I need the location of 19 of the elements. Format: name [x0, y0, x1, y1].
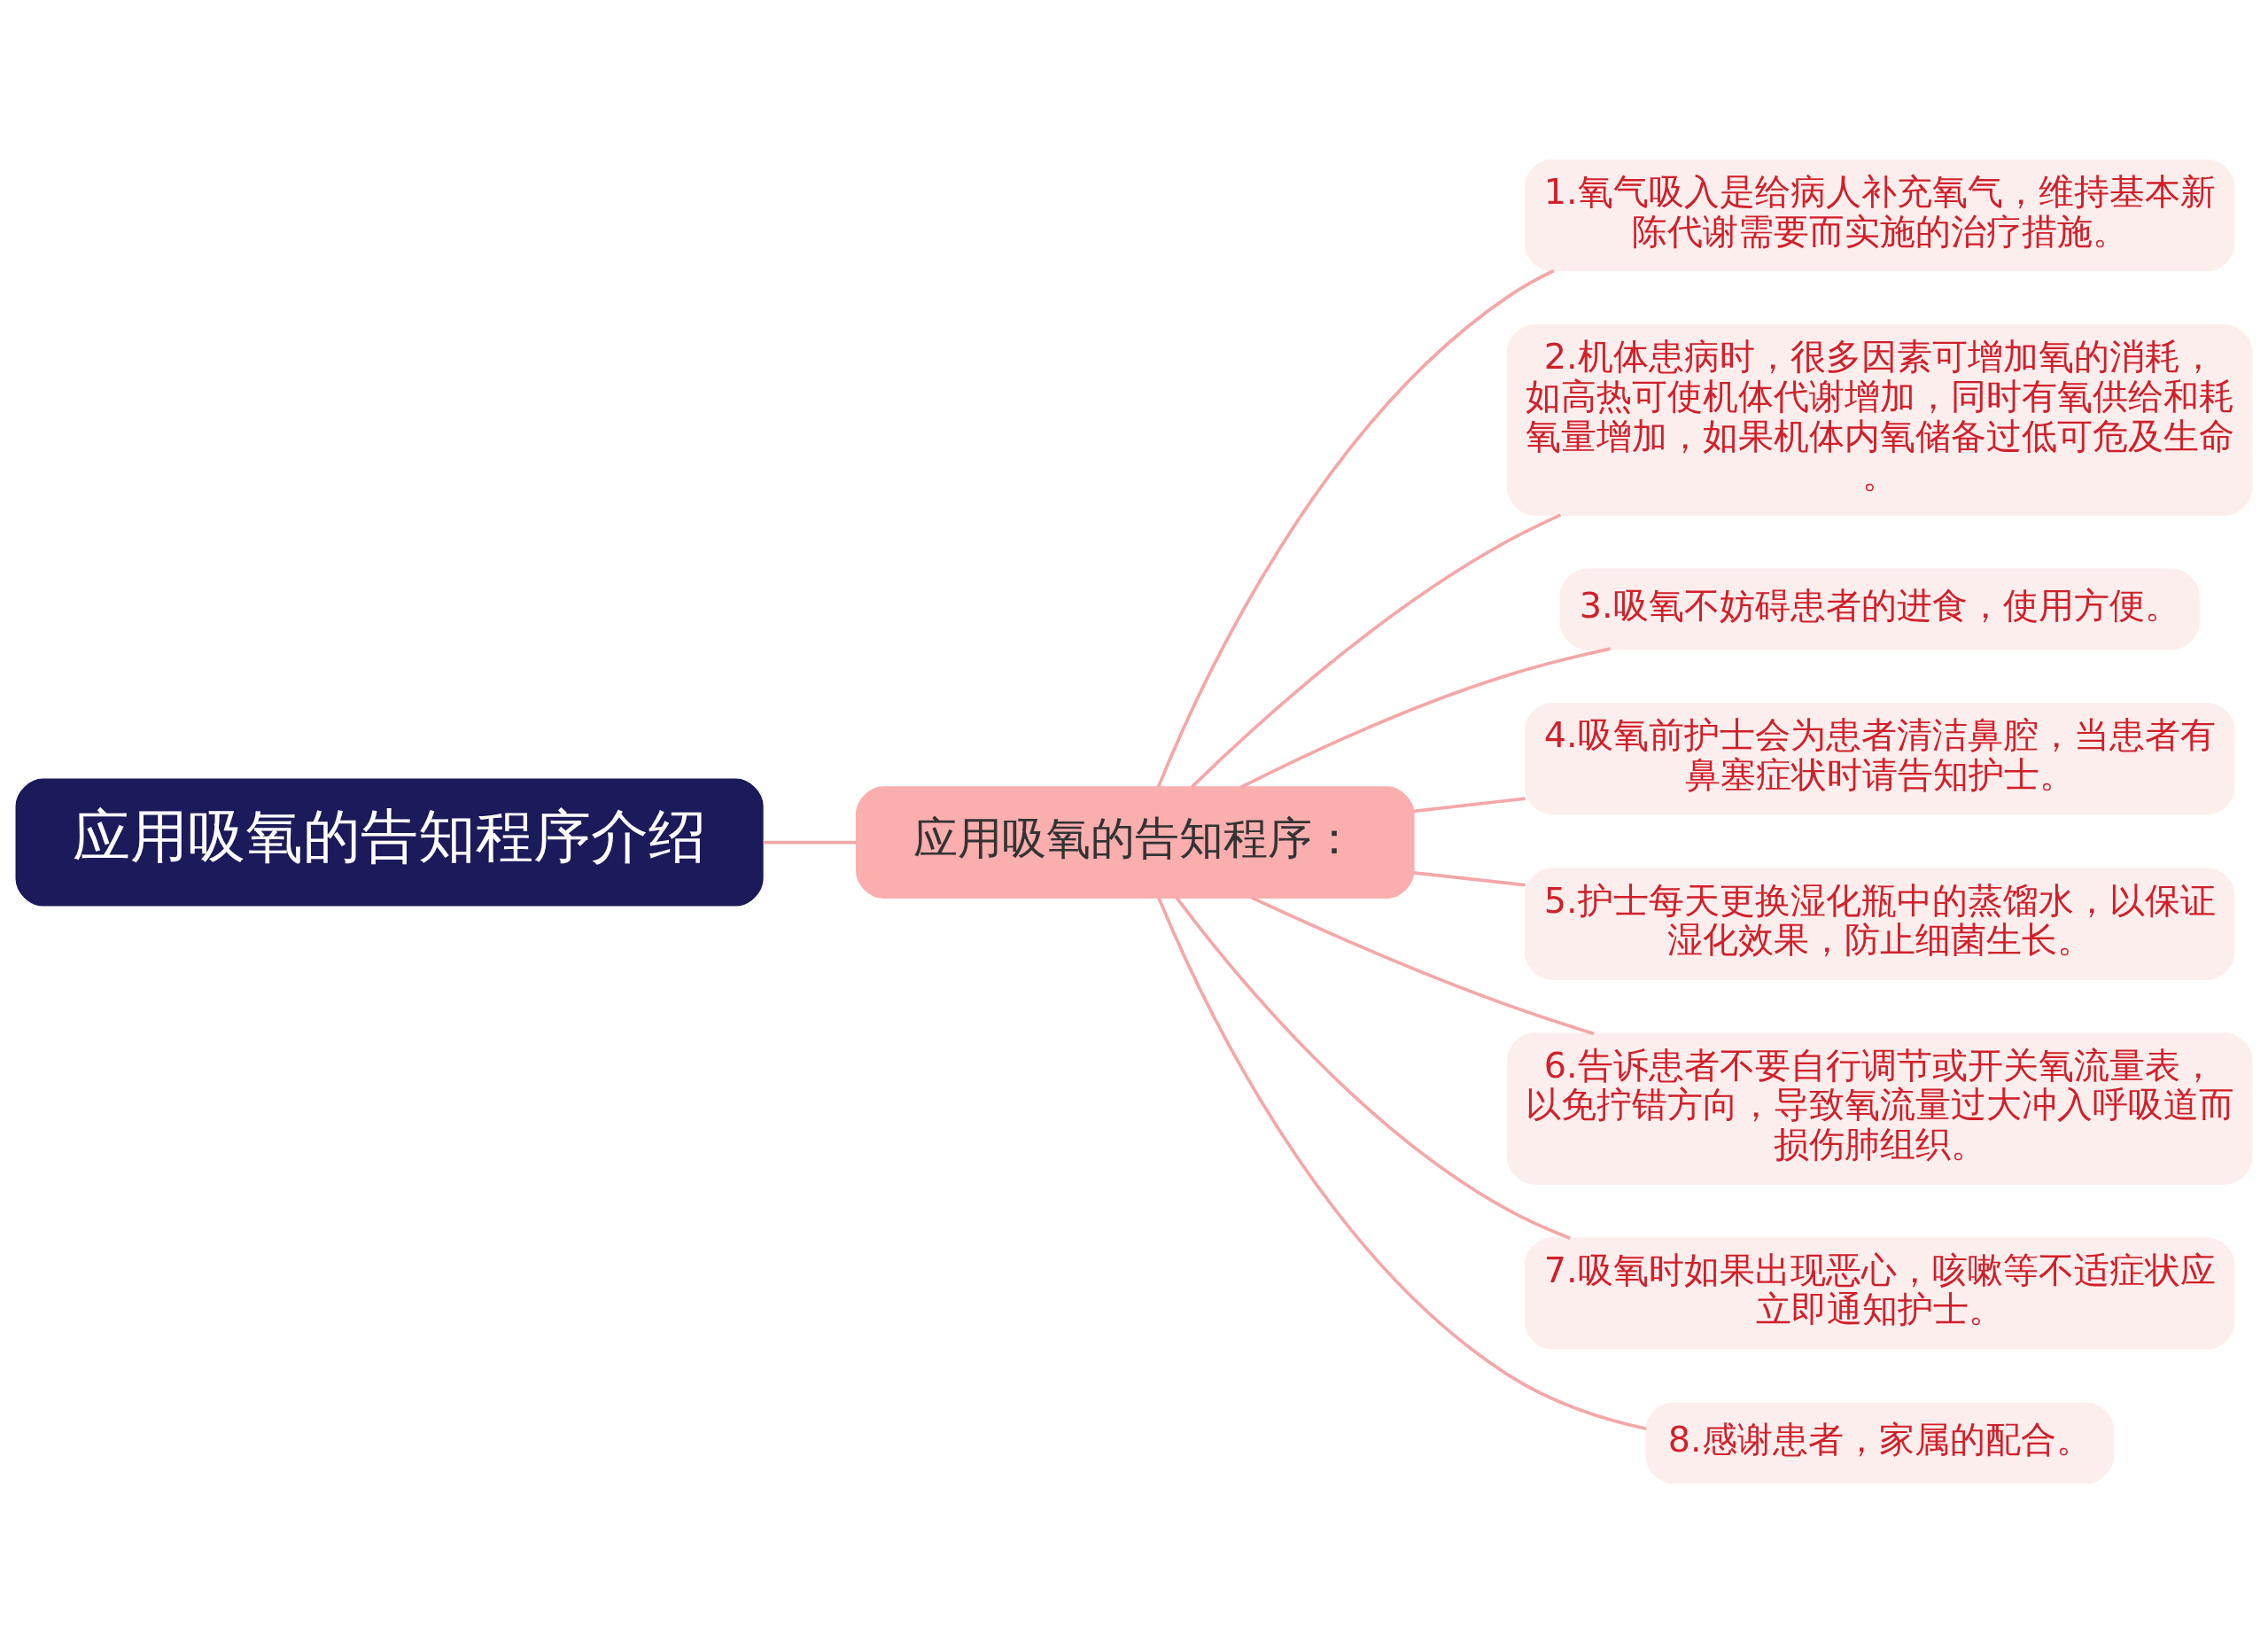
node-box: 应用吸氧的告知程序介绍	[15, 778, 764, 907]
node-box: 6.告诉患者不要自行调节或开关氧流量表，以免拧错方向，导致氧流量过大冲入呼吸道而损伤肺组织。	[1506, 1032, 2253, 1185]
connector	[1157, 897, 1647, 1431]
connector	[1156, 269, 1555, 789]
connector	[763, 840, 857, 845]
node-box: 5.护士每天更换湿化瓶中的蒸馏水，以保证湿化效果，防止细菌生长。	[1524, 868, 2235, 980]
node-box: 3.吸氧不妨碍患者的进食，使用方便。	[1559, 568, 2200, 650]
node-box: 应用吸氧的告知程序：	[855, 786, 1415, 899]
connector	[1175, 896, 1571, 1240]
connector	[1413, 871, 1526, 887]
connector	[1251, 896, 1595, 1036]
connector	[1190, 513, 1562, 789]
node-box: 8.感谢患者，家属的配合。	[1645, 1402, 2115, 1484]
connector	[1413, 797, 1526, 814]
node-box: 2.机体患病时，很多因素可增加氧的消耗，如高热可使机体代谢增加，同时有氧供给和耗氧量增加，如果机体内氧储备过低可危及生命。	[1506, 323, 2253, 516]
connector	[1239, 647, 1611, 790]
node-box: 4.吸氧前护士会为患者清洁鼻腔，当患者有鼻塞症状时请告知护士。	[1524, 702, 2235, 815]
node-box: 1.氧气吸入是给病人补充氧气，维持基本新陈代谢需要而实施的治疗措施。	[1524, 159, 2235, 272]
node-box: 7.吸氧时如果出现恶心，咳嗽等不适症状应立即通知护士。	[1524, 1237, 2235, 1350]
